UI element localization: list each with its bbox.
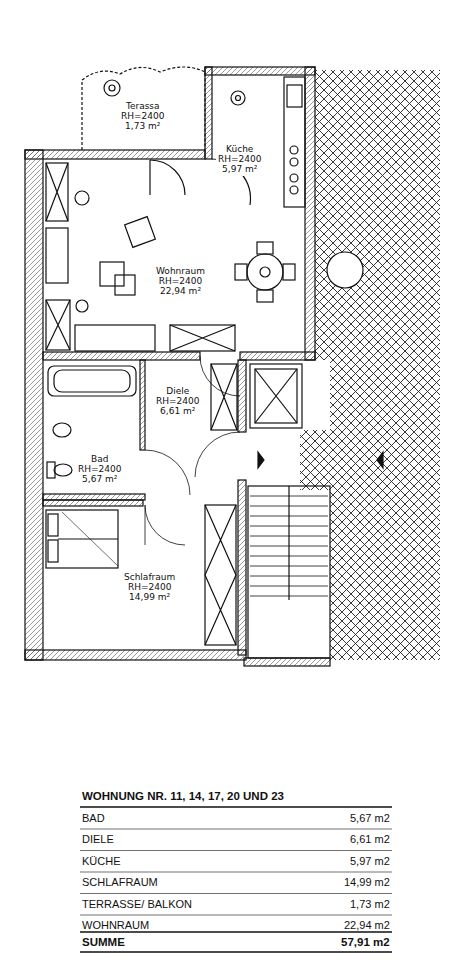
room-label: TerassaRH=24001,73 m² — [119, 101, 166, 133]
room-name: Wohnraum — [156, 267, 205, 277]
table-cell: SCHLAFRAUM — [82, 877, 158, 888]
table-cell: BAD — [82, 813, 105, 824]
table-cell: DIELE — [82, 834, 114, 845]
table-cell: 14,99 m2 — [344, 877, 390, 888]
room-value: RH=2400 — [156, 277, 205, 287]
table-cell: SUMME — [82, 937, 125, 949]
room-value: 22,94 m² — [156, 287, 205, 297]
table-cell: 6,61 m2 — [350, 834, 390, 845]
table-cell: 1,73 m2 — [350, 899, 390, 910]
room-value: 5,97 m² — [218, 165, 261, 175]
room-value: 5,67 m² — [78, 475, 121, 485]
table-cell: 57,91 m2 — [341, 937, 390, 949]
room-label: BadRH=24005,67 m² — [76, 454, 123, 486]
room-name: Diele — [156, 387, 199, 397]
table-cell: 5,97 m2 — [350, 856, 390, 867]
room-value: RH=2400 — [121, 112, 164, 122]
room-name: Küche — [218, 145, 261, 155]
room-label: DieleRH=24006,61 m² — [154, 386, 201, 418]
room-value: 6,61 m² — [156, 407, 199, 417]
table-cell: TERRASSE/ BALKON — [82, 899, 192, 910]
room-value: RH=2400 — [156, 397, 199, 407]
room-name: Schlafraum — [124, 573, 175, 583]
table-cell: WOHNRAUM — [82, 920, 149, 931]
table-cell: KÜCHE — [82, 856, 121, 867]
table-cell: 5,67 m2 — [350, 813, 390, 824]
room-value: RH=2400 — [78, 465, 121, 475]
room-name: Terassa — [121, 102, 164, 112]
room-value: 1,73 m² — [121, 122, 164, 132]
table-title: WOHNUNG NR. 11, 14, 17, 20 UND 23 — [82, 791, 284, 803]
room-label: KücheRH=24005,97 m² — [216, 144, 263, 176]
room-name: Bad — [78, 455, 121, 465]
table-cell: 22,94 m2 — [344, 920, 390, 931]
room-value: RH=2400 — [218, 155, 261, 165]
room-value: 14,99 m² — [124, 593, 175, 603]
room-value: RH=2400 — [124, 583, 175, 593]
room-label: WohnraumRH=240022,94 m² — [154, 266, 207, 298]
room-label: SchlafraumRH=240014,99 m² — [122, 572, 177, 604]
